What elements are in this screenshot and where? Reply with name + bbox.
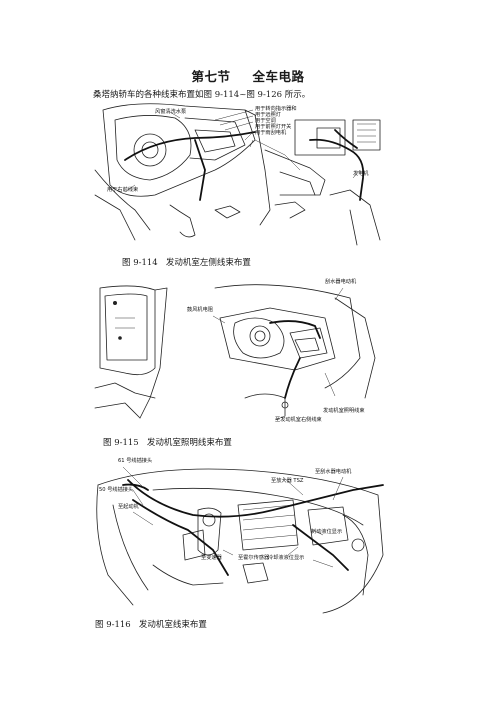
label-to-hall-sensor: 至霍尔传感器 [238, 555, 270, 561]
label-connector-61: 61 号线插接头 [118, 458, 153, 464]
caption-9-114: 图 9-114 发动机室左侧线束布置 [122, 258, 251, 268]
label-coolant-level: 冷却液液位显示 [268, 555, 305, 561]
figure-9-116: 61 号线插接头 50 号线插接头 至起动机 至放大器 TSZ 至刮水器电动机 … [93, 455, 393, 615]
label-brake-fluid-level: 制动液位显示 [311, 529, 343, 535]
label-lighting-harness: 发动机室照明线束 [323, 408, 365, 414]
label-wiper-motor-115: 刮水器电动机 [325, 279, 357, 285]
label-blower-resistor: 鼓风机电阻 [187, 307, 213, 313]
label-to-transmission: 至变速器 [201, 555, 222, 561]
label-air-conditioning: 用于空调 [255, 118, 276, 124]
label-generator: 发电机 [353, 171, 369, 177]
caption-9-115: 图 9-115 发动机室照明线束布置 [103, 438, 232, 448]
figure-9-114: 风窗清洗水泵 用于转向指示器和 用于远照灯 用于空调 用于前照灯开关 用于雨刮电… [94, 100, 395, 250]
label-headlight-switch: 用于前照灯开关 [255, 124, 292, 130]
label-wiper-motor: 用于雨刮电机 [255, 130, 287, 136]
figure-9-115-drawing [94, 284, 376, 421]
section-title: 全车电路 [252, 69, 305, 84]
label-to-right-harness: 至发动机室右侧线束 [275, 417, 322, 423]
figure-9-115: 刮水器电动机 鼓风机电阻 发动机室照明线束 至发动机室右侧线束 [94, 278, 395, 428]
caption-9-116: 图 9-116 发动机室线束布置 [95, 620, 207, 630]
label-to-wiper-motor: 至刮水器电动机 [315, 469, 352, 475]
section-heading: 第七节 全车电路 [0, 66, 496, 85]
label-to-amplifier: 至放大器 TSZ [271, 478, 304, 484]
label-high-beam: 用于远照灯 [255, 112, 281, 118]
label-to-starter: 至起动机 [118, 504, 139, 510]
figure-9-116-drawing [96, 466, 384, 614]
intro-paragraph: 桑塔纳轿车的各种线束布置如图 9-114~图 9-126 所示。 [93, 90, 311, 100]
section-number: 第七节 [191, 69, 231, 84]
figure-9-114-drawing [94, 103, 381, 246]
label-washer-pump: 风窗清洗水泵 [155, 109, 187, 115]
label-connector-50: 50 号线插接头 [99, 487, 134, 493]
label-right-front-harness: 用于右前线束 [107, 187, 139, 193]
label-turn-signal: 用于转向指示器和 [255, 106, 297, 112]
